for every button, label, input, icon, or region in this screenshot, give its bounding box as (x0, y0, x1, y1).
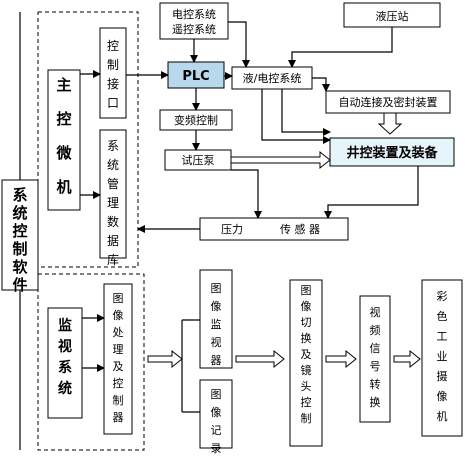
control-interface-label: 控制接口 (107, 39, 119, 110)
hydraulic-station-label: 液压站 (376, 9, 409, 23)
control-software-box (1, 179, 39, 291)
pressure-label: 压力 (221, 223, 243, 236)
image-proc-box (103, 283, 133, 435)
arrow-wellhead-sensor (324, 166, 419, 219)
vfd-label: 变频控制 (174, 113, 218, 127)
arrow-hydraulic-autoconnect (312, 77, 330, 92)
arrow-pump-sensor (231, 169, 262, 219)
image-record-label: 图像记录 (211, 388, 222, 455)
arrow-switch-video (325, 349, 357, 369)
wellhead-label: 井控装置及装备 (346, 145, 438, 161)
ecs-label-line1: 电控系统 (172, 7, 216, 21)
arrow-hydraulic-wellhead-1 (261, 89, 331, 144)
system-db-box (99, 129, 127, 259)
monitor-group-frame (37, 273, 145, 451)
test-pump-label: 试压泵 (182, 154, 215, 167)
color-camera-label: 彩色工业摄像机 (437, 290, 448, 423)
ecs-label-line2: 遥控系统 (172, 22, 216, 36)
arrow-proc-monitors (147, 349, 183, 369)
arrow-autoconnect-wellhead (377, 112, 403, 135)
wellhead-box (329, 137, 455, 167)
arrow-video-camera (393, 349, 421, 369)
sensor-label: 传 感 器 (280, 223, 320, 236)
arrow-monitor-switch (235, 349, 285, 369)
hydraulic-electric-label: 液/电控系统 (243, 71, 302, 85)
image-record-box (199, 379, 233, 449)
arrow-pump-wellhead (230, 150, 331, 170)
plc-label: PLC (182, 69, 209, 84)
system-db-label: 系统管理数据库 (107, 139, 119, 267)
main-micro-label: 主控微机 (55, 76, 72, 196)
auto-connect-label: 自动连接及密封装置 (339, 95, 438, 109)
image-monitor-label: 图像监视器 (211, 282, 222, 367)
color-camera-box (421, 279, 463, 437)
arrow-station-hydraulic (288, 27, 393, 68)
video-convert-box (359, 295, 391, 423)
image-monitor-box (199, 269, 233, 369)
arrow-ecs-hydraulic (228, 21, 250, 68)
video-convert-label: 视频信号转换 (370, 305, 381, 409)
control-group-frame (37, 11, 139, 268)
monitor-system-label: 监视系统 (58, 317, 72, 397)
main-micro-box (47, 69, 81, 211)
control-software-label: 系统控制软件 (12, 186, 27, 294)
image-proc-label: 图像处理及控制器 (113, 292, 124, 424)
image-switch-label: 图像切换及镜头控制 (301, 284, 312, 425)
arrow-hydraulic-wellhead-2 (281, 89, 331, 136)
monitor-system-box (47, 307, 83, 419)
image-switch-box (289, 279, 323, 447)
